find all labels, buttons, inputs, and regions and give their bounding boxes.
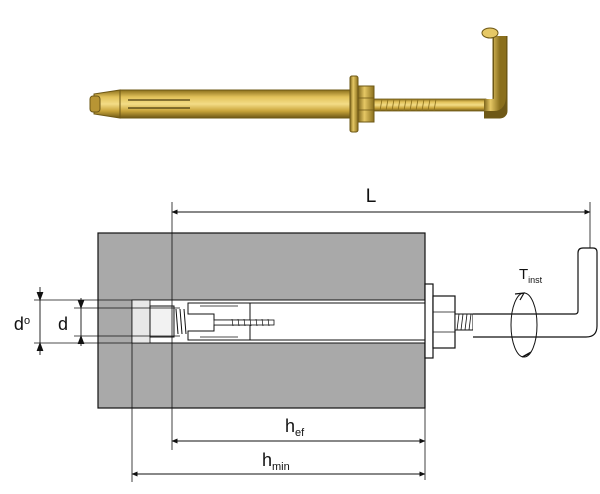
anchor-nut — [357, 85, 375, 123]
drill-diameter-label: do — [14, 314, 30, 334]
hole-tip — [131, 299, 151, 344]
anchor-washer — [349, 75, 359, 133]
embed-depth-label: hef — [285, 416, 305, 439]
torque-label: Tinst — [519, 266, 543, 285]
hook-tip — [481, 27, 499, 39]
length-label: L — [366, 186, 377, 207]
hex-nut — [432, 295, 456, 349]
hook-anchor-bolt-icon — [89, 27, 508, 133]
anchor-in-hole — [149, 302, 425, 341]
bolt-diameter-label: d — [58, 314, 68, 334]
anchor-sleeve — [119, 89, 351, 119]
rotation-arrow-icon — [510, 292, 538, 358]
expansion-slits — [128, 99, 190, 109]
hook-rod — [473, 247, 598, 338]
rod-threads — [379, 98, 437, 112]
washer — [424, 283, 434, 359]
drilled-hole — [131, 299, 426, 344]
min-thickness-label: hmin — [262, 450, 290, 473]
